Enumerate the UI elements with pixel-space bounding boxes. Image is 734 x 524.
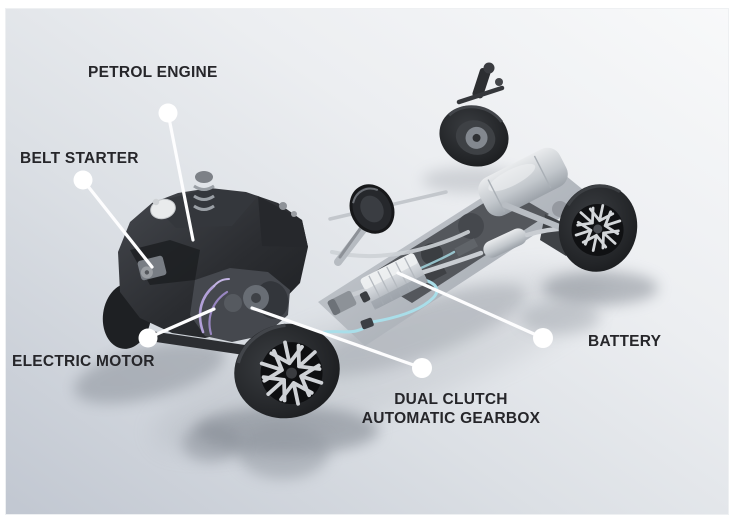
front-wheel-near — [234, 323, 340, 419]
dot-battery — [533, 328, 553, 348]
dot-belt-starter — [73, 170, 93, 190]
electric-motor-gearbox-cluster — [145, 268, 290, 357]
leader-electric-motor — [146, 307, 216, 340]
suspension-strut — [193, 171, 215, 211]
label-petrol-engine: PETROL ENGINE — [88, 64, 218, 81]
label-belt-starter: BELT STARTER — [20, 150, 139, 167]
label-electric-motor: ELECTRIC MOTOR — [12, 353, 155, 370]
leader-battery — [396, 271, 545, 340]
label-battery: BATTERY — [588, 333, 662, 350]
leader-belt-starter — [81, 178, 154, 269]
battery-pack — [359, 253, 429, 310]
rear-wheel-far — [439, 62, 575, 235]
rear-wheel-near — [558, 184, 638, 272]
callout-dots — [73, 103, 553, 378]
leader-petrol-engine — [166, 111, 195, 242]
fuel-tank — [478, 147, 568, 217]
label-dual-clutch-line2: AUTOMATIC GEARBOX — [361, 410, 541, 427]
dot-petrol-engine — [158, 103, 178, 123]
steering-wheel — [349, 184, 395, 234]
coolant-reservoir — [150, 198, 176, 220]
steering-assembly — [328, 184, 448, 266]
leader-dual-clutch — [250, 306, 424, 370]
dot-electric-motor — [138, 328, 158, 348]
label-dual-clutch-line1: DUAL CLUTCH — [394, 391, 508, 408]
dot-dual-clutch — [412, 358, 432, 378]
inverter-unit — [327, 290, 357, 316]
label-dual-clutch-gearbox: DUAL CLUTCH AUTOMATIC GEARBOX — [340, 390, 562, 428]
callout-leaders — [81, 111, 545, 370]
